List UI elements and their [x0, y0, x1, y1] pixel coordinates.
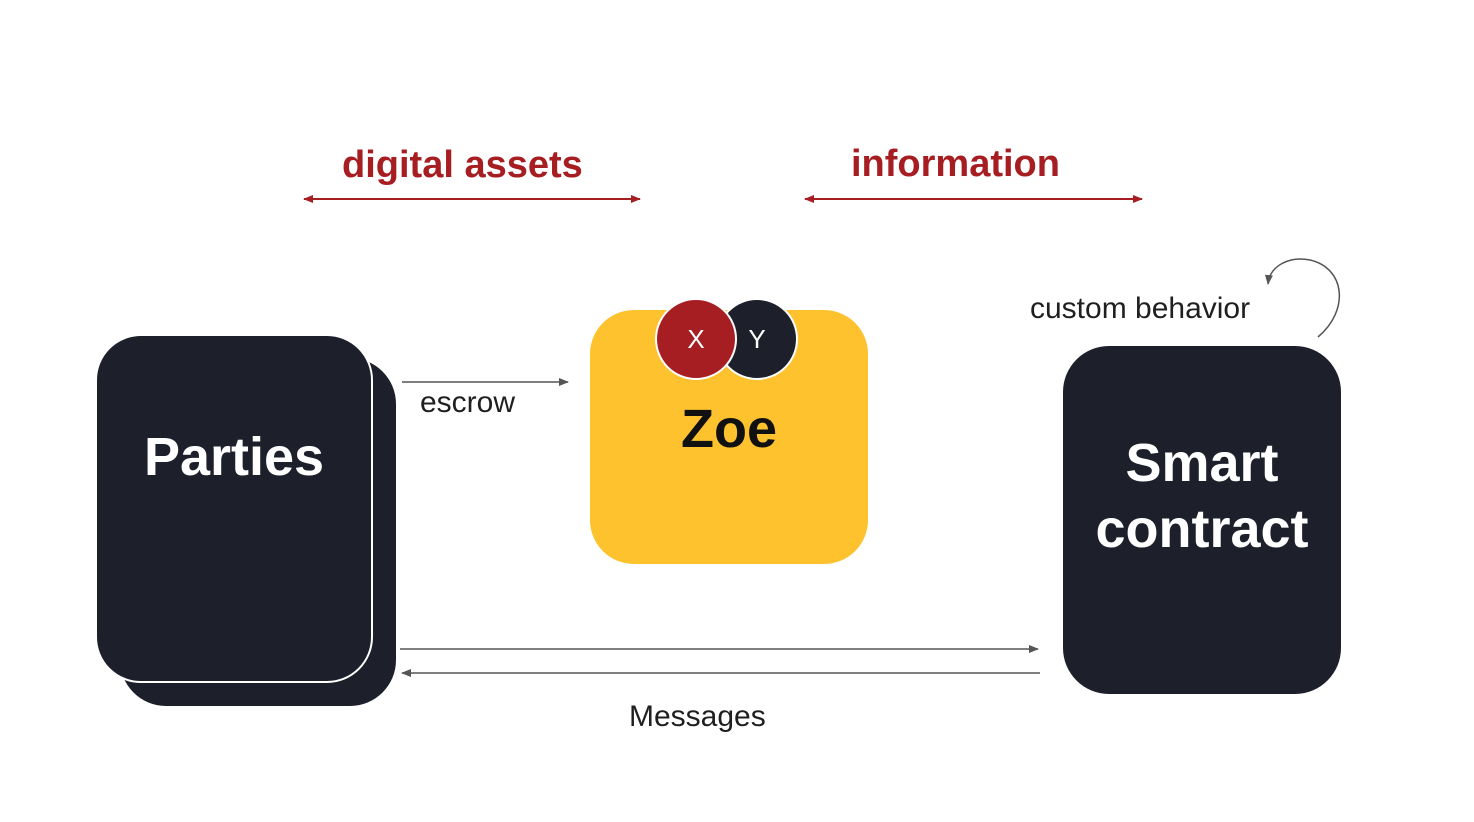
information-label: information — [851, 143, 1060, 185]
parties-title: Parties — [143, 427, 325, 487]
messages-label: Messages — [629, 700, 766, 733]
smart-contract-title-line2: contract — [1095, 499, 1309, 559]
smart-contract-title-line1: Smart — [1125, 433, 1279, 493]
parties-box: Parties — [95, 334, 373, 683]
smart-contract-box: Smart contract — [1063, 346, 1341, 694]
asset-x-label: X — [687, 323, 705, 354]
escrow-label: escrow — [420, 386, 516, 419]
asset-x-circle: X — [655, 298, 737, 380]
asset-y-circle: Y — [716, 298, 798, 380]
digital-assets-label: digital assets — [342, 144, 583, 186]
custom-behavior-loop-arrow — [1264, 258, 1341, 338]
zoe-title: Zoe — [680, 399, 777, 459]
asset-y-label: Y — [748, 323, 766, 354]
custom-behavior-label: custom behavior — [1030, 292, 1251, 325]
